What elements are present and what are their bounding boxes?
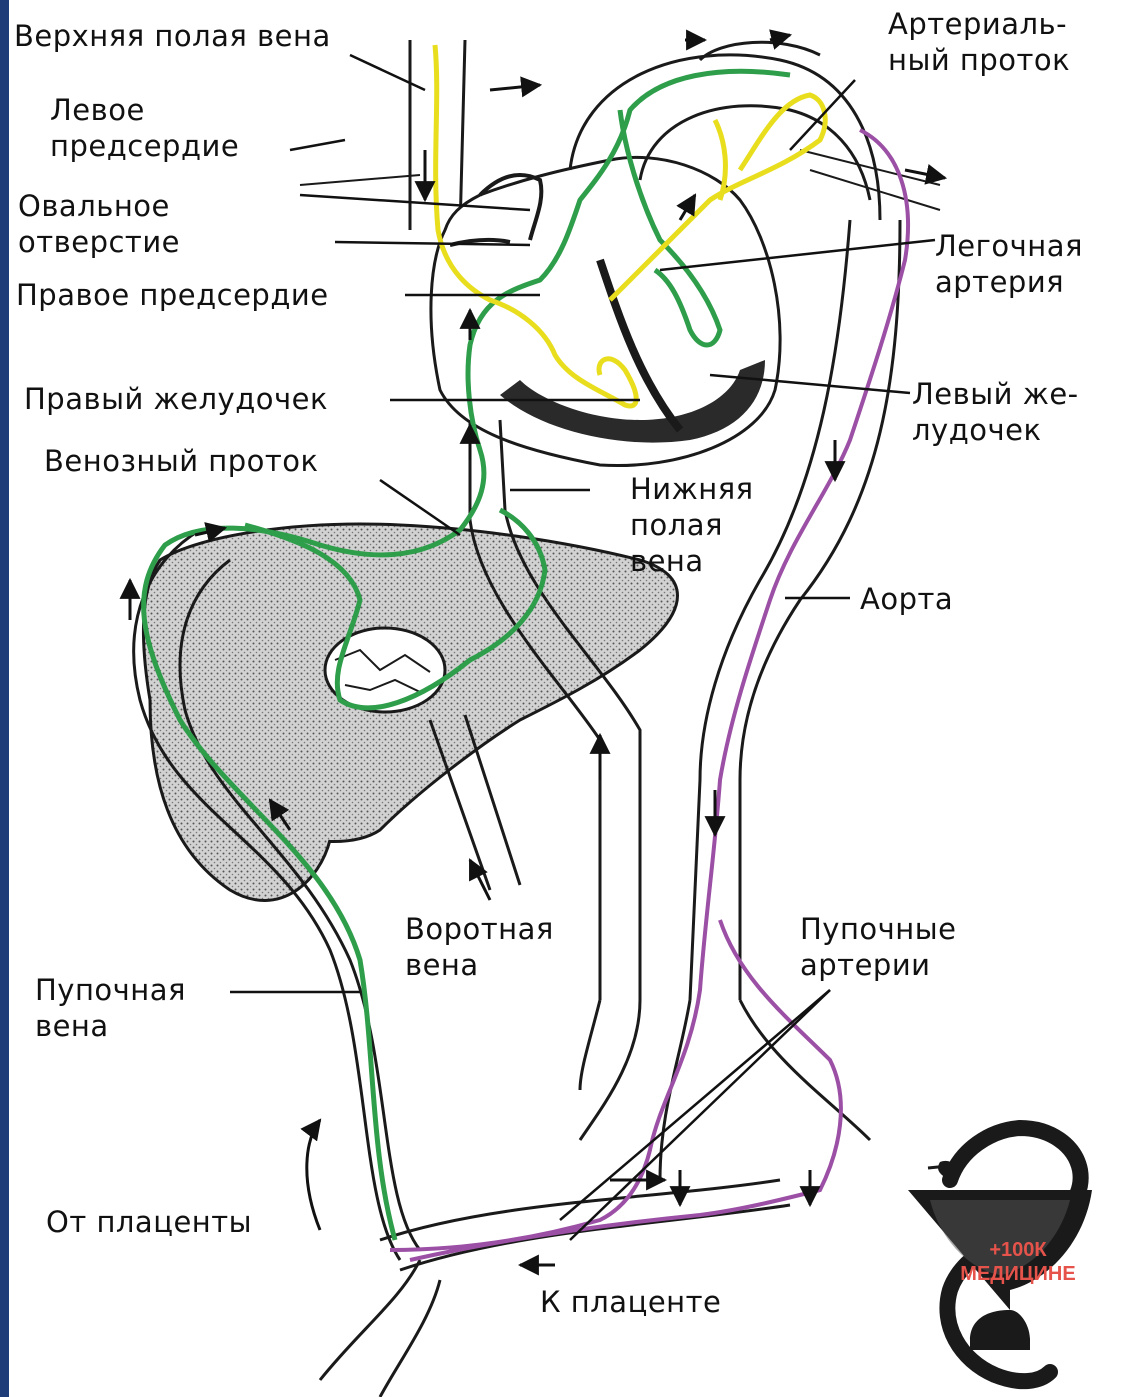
label-right-atrium: Правое предсердие	[16, 277, 329, 313]
label-ductus-arteriosus: Артериаль- ный проток	[888, 6, 1070, 78]
label-left-atrium: Левое предсердие	[50, 92, 239, 164]
label-aorta: Аорта	[860, 581, 953, 617]
label-superior-vena-cava: Верхняя полая вена	[14, 18, 331, 54]
label-right-ventricle: Правый желудочек	[24, 381, 328, 417]
label-to-placenta: К плаценте	[540, 1284, 721, 1320]
label-umbilical-vein: Пупочная вена	[35, 972, 186, 1044]
watermark-text: +100К МЕДИЦИНЕ	[938, 1238, 1098, 1286]
label-umbilical-arteries: Пупочные артерии	[800, 911, 957, 983]
label-from-placenta: От плаценты	[46, 1204, 252, 1240]
label-foramen-ovale: Овальное отверстие	[18, 188, 180, 260]
label-left-ventricle: Левый же- лудочек	[912, 376, 1079, 448]
label-portal-vein: Воротная вена	[405, 911, 554, 983]
label-inferior-vena-cava: Нижняя полая вена	[630, 471, 754, 579]
label-ductus-venosus: Венозный проток	[44, 443, 319, 479]
label-pulmonary-artery: Легочная артерия	[935, 228, 1083, 300]
